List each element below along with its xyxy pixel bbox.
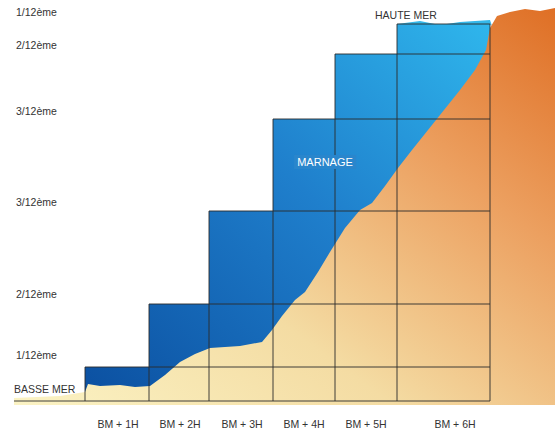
- fraction-label: 3/12ème: [16, 106, 57, 118]
- fraction-label: 1/12ème: [16, 350, 57, 362]
- hour-label: BM + 2H: [159, 419, 200, 431]
- fraction-label: 2/12ème: [16, 40, 57, 52]
- hour-label: BM + 3H: [221, 419, 262, 431]
- hour-label: BM + 1H: [97, 419, 138, 431]
- tidal-range-label: MARNAGE: [294, 155, 356, 169]
- low-tide-label: BASSE MER: [14, 384, 75, 396]
- fraction-label: 2/12ème: [16, 289, 57, 301]
- hour-label: BM + 4H: [283, 419, 324, 431]
- hour-label: BM + 5H: [345, 419, 386, 431]
- high-tide-label: HAUTE MER: [375, 10, 437, 22]
- shore-terrain: [14, 8, 555, 405]
- hour-label: BM + 6H: [434, 419, 475, 431]
- fraction-label: 3/12ème: [16, 197, 57, 209]
- twelfths-grid: [14, 24, 490, 401]
- fraction-label: 1/12ème: [16, 7, 57, 19]
